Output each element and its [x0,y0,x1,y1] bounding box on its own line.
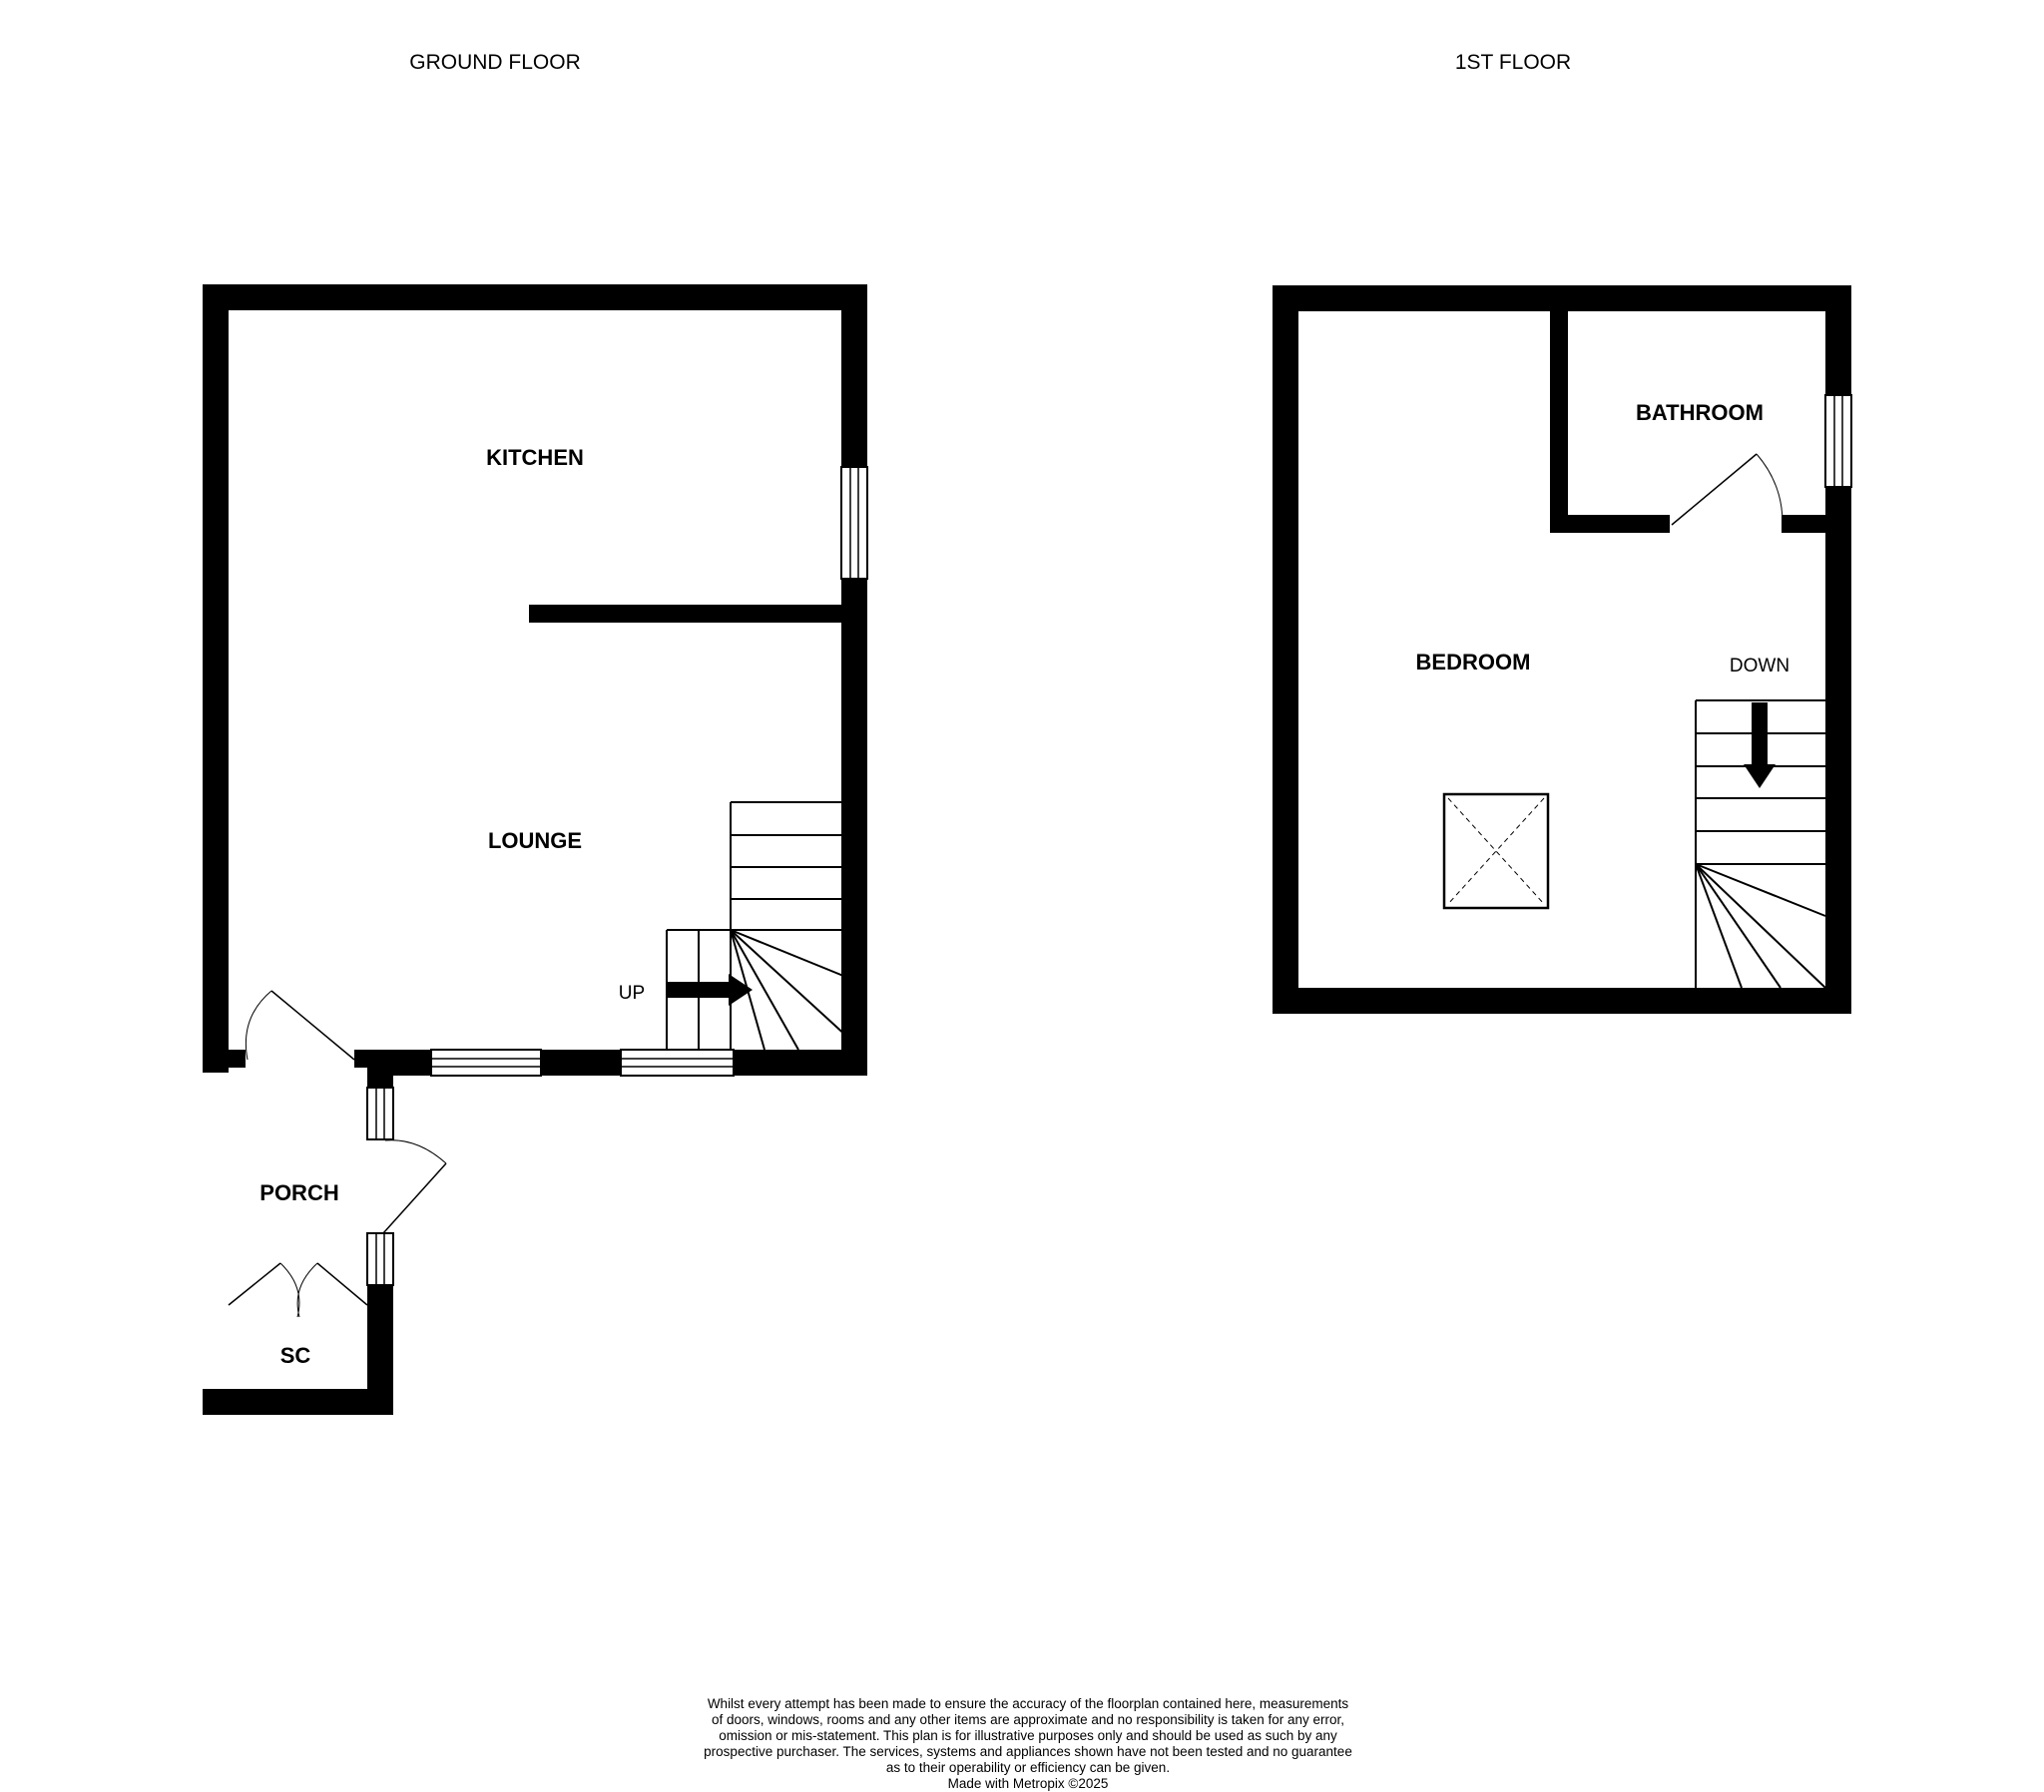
ground-staircase [666,801,849,1051]
first-staircase [1695,699,1826,990]
down-arrow-shaft [1752,702,1768,766]
wall [203,284,229,1073]
wall [841,284,867,467]
first-floor-plan [1273,285,1852,1014]
down-arrow-head [1744,764,1776,788]
room-label-porch: PORCH [259,1180,338,1205]
lounge-door [270,990,355,1061]
up-arrow-head [729,974,753,1006]
wall [841,579,867,1076]
first-floor-title: 1ST FLOOR [1455,51,1571,74]
stairs-down-label: DOWN [1730,656,1789,676]
skylight [1442,792,1550,910]
wall [734,1050,867,1076]
skylight-cross [1447,797,1545,905]
bathroom-door-arc [1756,453,1784,524]
disclaimer-line: prospective purchaser. The services, sys… [704,1744,1352,1759]
wall [1825,285,1851,395]
disclaimer: Whilst every attempt has been made to en… [639,1696,1417,1792]
wall [1782,515,1827,533]
bathroom-door [1671,453,1758,526]
room-label-kitchen: KITCHEN [486,445,584,470]
sc-door-right [316,1262,368,1306]
front-window-1 [430,1049,542,1077]
porch-door-arc [384,1139,447,1164]
up-arrow-shaft [667,982,729,998]
porch-window-lower [366,1232,394,1286]
wall [1550,515,1670,533]
ground-floor-plan [203,284,868,1415]
wall [1273,988,1851,1014]
sc-door-right-arc [296,1262,318,1318]
wall [354,1050,371,1068]
room-label-bedroom: BEDROOM [1416,650,1531,674]
wall [1273,285,1298,1014]
wall [529,605,858,623]
kitchen-window [840,466,868,580]
wall [367,1050,393,1088]
front-window-2 [620,1049,735,1077]
porch-door [382,1162,447,1234]
disclaimer-line: Whilst every attempt has been made to en… [707,1696,1349,1711]
skylight-cross [1447,797,1545,905]
wall [203,1389,393,1415]
wall [541,1050,621,1076]
disclaimer-line: omission or mis-statement. This plan is … [719,1728,1337,1743]
disclaimer-line: as to their operability or efficiency ca… [885,1760,1171,1775]
sc-door-left [228,1262,281,1306]
room-label-lounge: LOUNGE [488,828,582,853]
stairs-up-label: UP [619,983,645,1004]
wall [1550,311,1568,531]
ground-floor-title: GROUND FLOOR [409,51,581,74]
wall [203,284,867,310]
bathroom-window [1824,394,1852,488]
room-label-sc: SC [280,1343,311,1368]
lounge-door-arc [245,990,272,1061]
disclaimer-credit: Made with Metropix ©2025 [947,1776,1109,1791]
room-label-bathroom: BATHROOM [1636,400,1764,425]
sc-door-left-arc [279,1262,300,1318]
wall [1825,487,1851,1014]
wall [229,1050,246,1068]
wall [1273,285,1851,311]
disclaimer-line: of doors, windows, rooms and any other i… [711,1712,1345,1727]
porch-window-upper [366,1087,394,1140]
